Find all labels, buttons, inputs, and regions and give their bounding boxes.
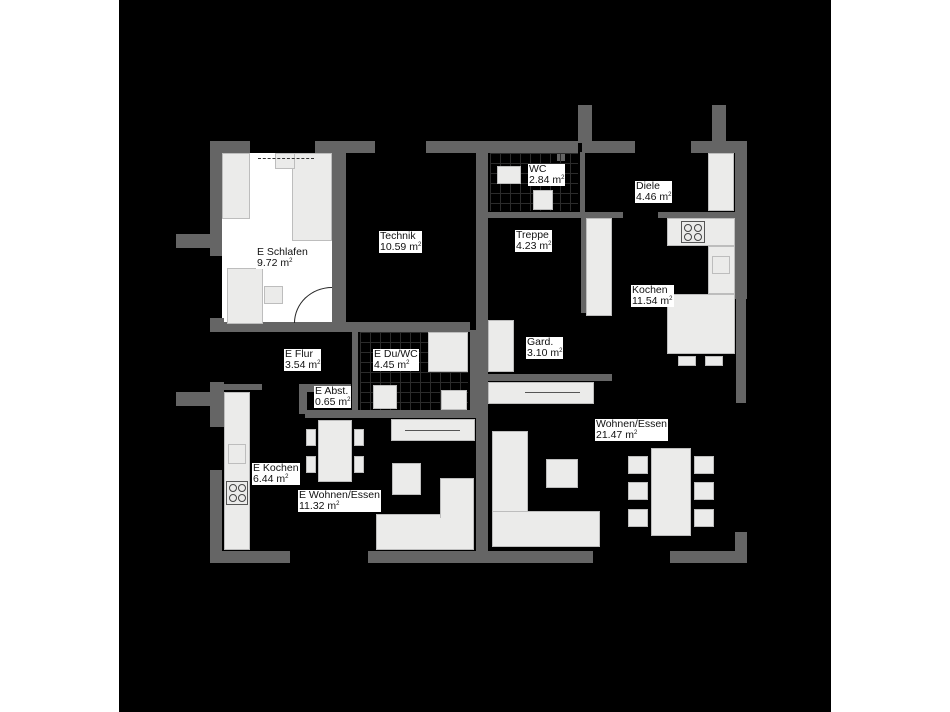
coffee-table [392,463,421,495]
stove-icon [681,221,705,243]
dining-table [318,420,352,482]
chair [306,429,316,446]
wardrobe [488,320,514,372]
wall [476,141,488,551]
wall [658,212,736,218]
chair [306,456,316,473]
toilet [373,385,397,409]
wall [332,141,346,331]
wall [176,392,212,406]
wall [691,141,747,153]
room-label-diele: Diele 4.46 m2 [635,180,673,203]
wall [210,141,222,256]
wall [210,470,222,563]
sofa-corner [376,514,474,550]
room-label-wohnen-essen: Wohnen/Essen 21.47 m2 [595,418,669,441]
chair [354,429,364,446]
room-label-technik: Technik 10.59 m2 [379,230,423,253]
wall [470,330,478,415]
kitchen-island [667,294,735,354]
chair [694,509,714,527]
window-box [275,153,295,169]
wall [557,141,565,161]
wall [585,212,623,218]
room-label-treppe: Treppe 4.23 m2 [515,229,553,252]
kitchen-counter [224,392,250,550]
desk [227,268,263,324]
toilet [497,166,521,184]
wash-basin [533,190,553,210]
wall [581,218,586,313]
dining-table [651,448,691,536]
wall [426,141,578,153]
wall [712,105,726,143]
wall [352,330,358,412]
sideboard [488,382,594,404]
wall [735,532,747,562]
window-dash [258,158,314,159]
cabinet [586,218,612,316]
wall [368,551,593,563]
sink-icon [712,256,730,274]
wall [222,384,262,390]
room-label-e-du-wc: E Du/WC 4.45 m2 [373,348,419,371]
wall [578,105,592,143]
room-label-kochen: Kochen 11.54 m2 [631,284,674,307]
wall [488,212,586,218]
wall [580,152,585,218]
chair [628,509,648,527]
wall [176,234,212,248]
sofa-corner [492,511,600,547]
bar-stool [705,356,723,366]
stove-icon [226,481,248,505]
chair [694,456,714,474]
chair [628,456,648,474]
sink-icon [228,444,246,464]
bar-stool [678,356,696,366]
room-label-e-abst: E Abst. 0.65 m2 [314,385,352,408]
room-label-gard: Gard. 3.10 m2 [526,336,564,359]
room-label-e-kochen: E Kochen 6.44 m2 [252,462,300,485]
shower [428,332,468,372]
chair [354,456,364,473]
wall [736,298,746,403]
wardrobe [222,153,250,219]
stool [264,286,283,304]
wall [210,322,470,332]
bed [292,153,332,241]
wall [670,551,747,563]
chair [694,482,714,500]
wall [210,551,290,563]
room-label-e-schlafen: E Schlafen 9.72 m2 [256,246,309,269]
wall [582,141,635,153]
room-label-e-wohnen-essen: E Wohnen/Essen 11.32 m2 [298,489,381,512]
chair [628,482,648,500]
sideboard-line [405,430,460,431]
sideboard-line [525,392,580,393]
wall [735,141,747,299]
wall [488,374,612,381]
sofa-corner [440,478,474,518]
wall [305,410,480,418]
room-label-e-flur: E Flur 3.54 m2 [284,348,322,371]
coffee-table [546,459,578,488]
wall [210,382,224,427]
wash-basin [441,390,467,410]
wall [299,384,307,414]
room-label-wc: WC 2.84 m2 [528,163,566,186]
cabinet [708,153,734,211]
